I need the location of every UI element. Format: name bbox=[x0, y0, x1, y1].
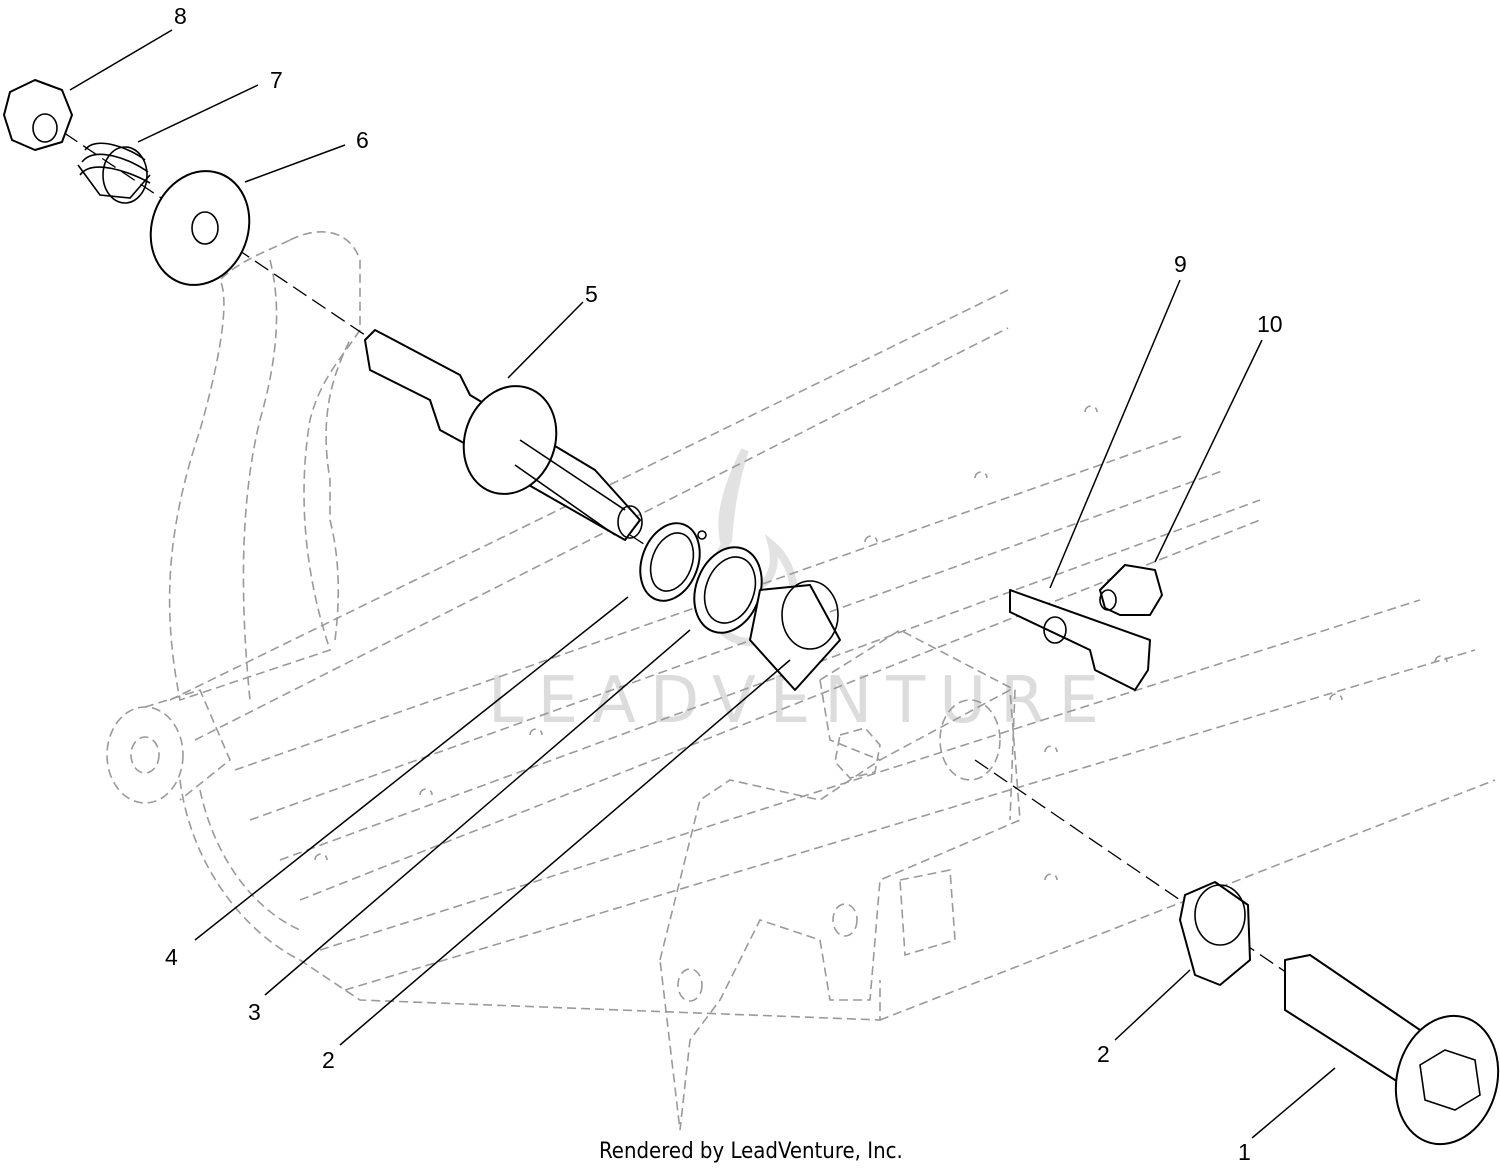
callout-4: 4 bbox=[165, 944, 178, 970]
callout-8: 8 bbox=[174, 3, 187, 29]
callout-10: 10 bbox=[1257, 311, 1283, 337]
part-10-nut[interactable] bbox=[1099, 564, 1163, 616]
callout-1: 1 bbox=[1238, 1139, 1251, 1165]
leader-lines bbox=[69, 29, 1336, 1139]
callout-7: 7 bbox=[270, 67, 283, 93]
callout-5: 5 bbox=[585, 281, 598, 307]
leader-2b bbox=[1114, 969, 1191, 1041]
leader-7 bbox=[137, 84, 259, 143]
part-4-snap-ring[interactable] bbox=[630, 515, 710, 609]
leader-2a bbox=[339, 659, 791, 1046]
callout-2b: 2 bbox=[1097, 1041, 1110, 1067]
part-3-washer[interactable] bbox=[683, 538, 773, 643]
callout-labels: 8 7 6 5 9 10 4 3 2 2 1 bbox=[165, 3, 1283, 1165]
part-7-spring[interactable] bbox=[77, 142, 151, 204]
part-2-bushing-lower[interactable] bbox=[1179, 881, 1251, 986]
part-5-shaft[interactable] bbox=[364, 329, 643, 541]
leader-10 bbox=[1154, 339, 1263, 563]
callout-6: 6 bbox=[356, 127, 369, 153]
part-6-washer[interactable] bbox=[135, 157, 265, 299]
leader-9 bbox=[1049, 279, 1181, 589]
part-9-plate[interactable] bbox=[1009, 589, 1151, 691]
leader-5 bbox=[507, 301, 584, 379]
leader-4 bbox=[194, 596, 629, 941]
leader-3 bbox=[264, 629, 691, 996]
callout-2a: 2 bbox=[322, 1047, 335, 1073]
callout-3: 3 bbox=[248, 999, 261, 1025]
part-1-knurled-pin[interactable] bbox=[1284, 954, 1500, 1156]
callout-9: 9 bbox=[1174, 251, 1187, 277]
footer-credit: Rendered by LeadVenture, Inc. bbox=[599, 1139, 903, 1164]
part-2-bushing-upper[interactable] bbox=[749, 580, 841, 691]
part-8-nut[interactable] bbox=[3, 79, 73, 151]
leader-1 bbox=[1251, 1067, 1336, 1139]
leader-8 bbox=[69, 29, 173, 91]
leader-6 bbox=[244, 144, 346, 183]
